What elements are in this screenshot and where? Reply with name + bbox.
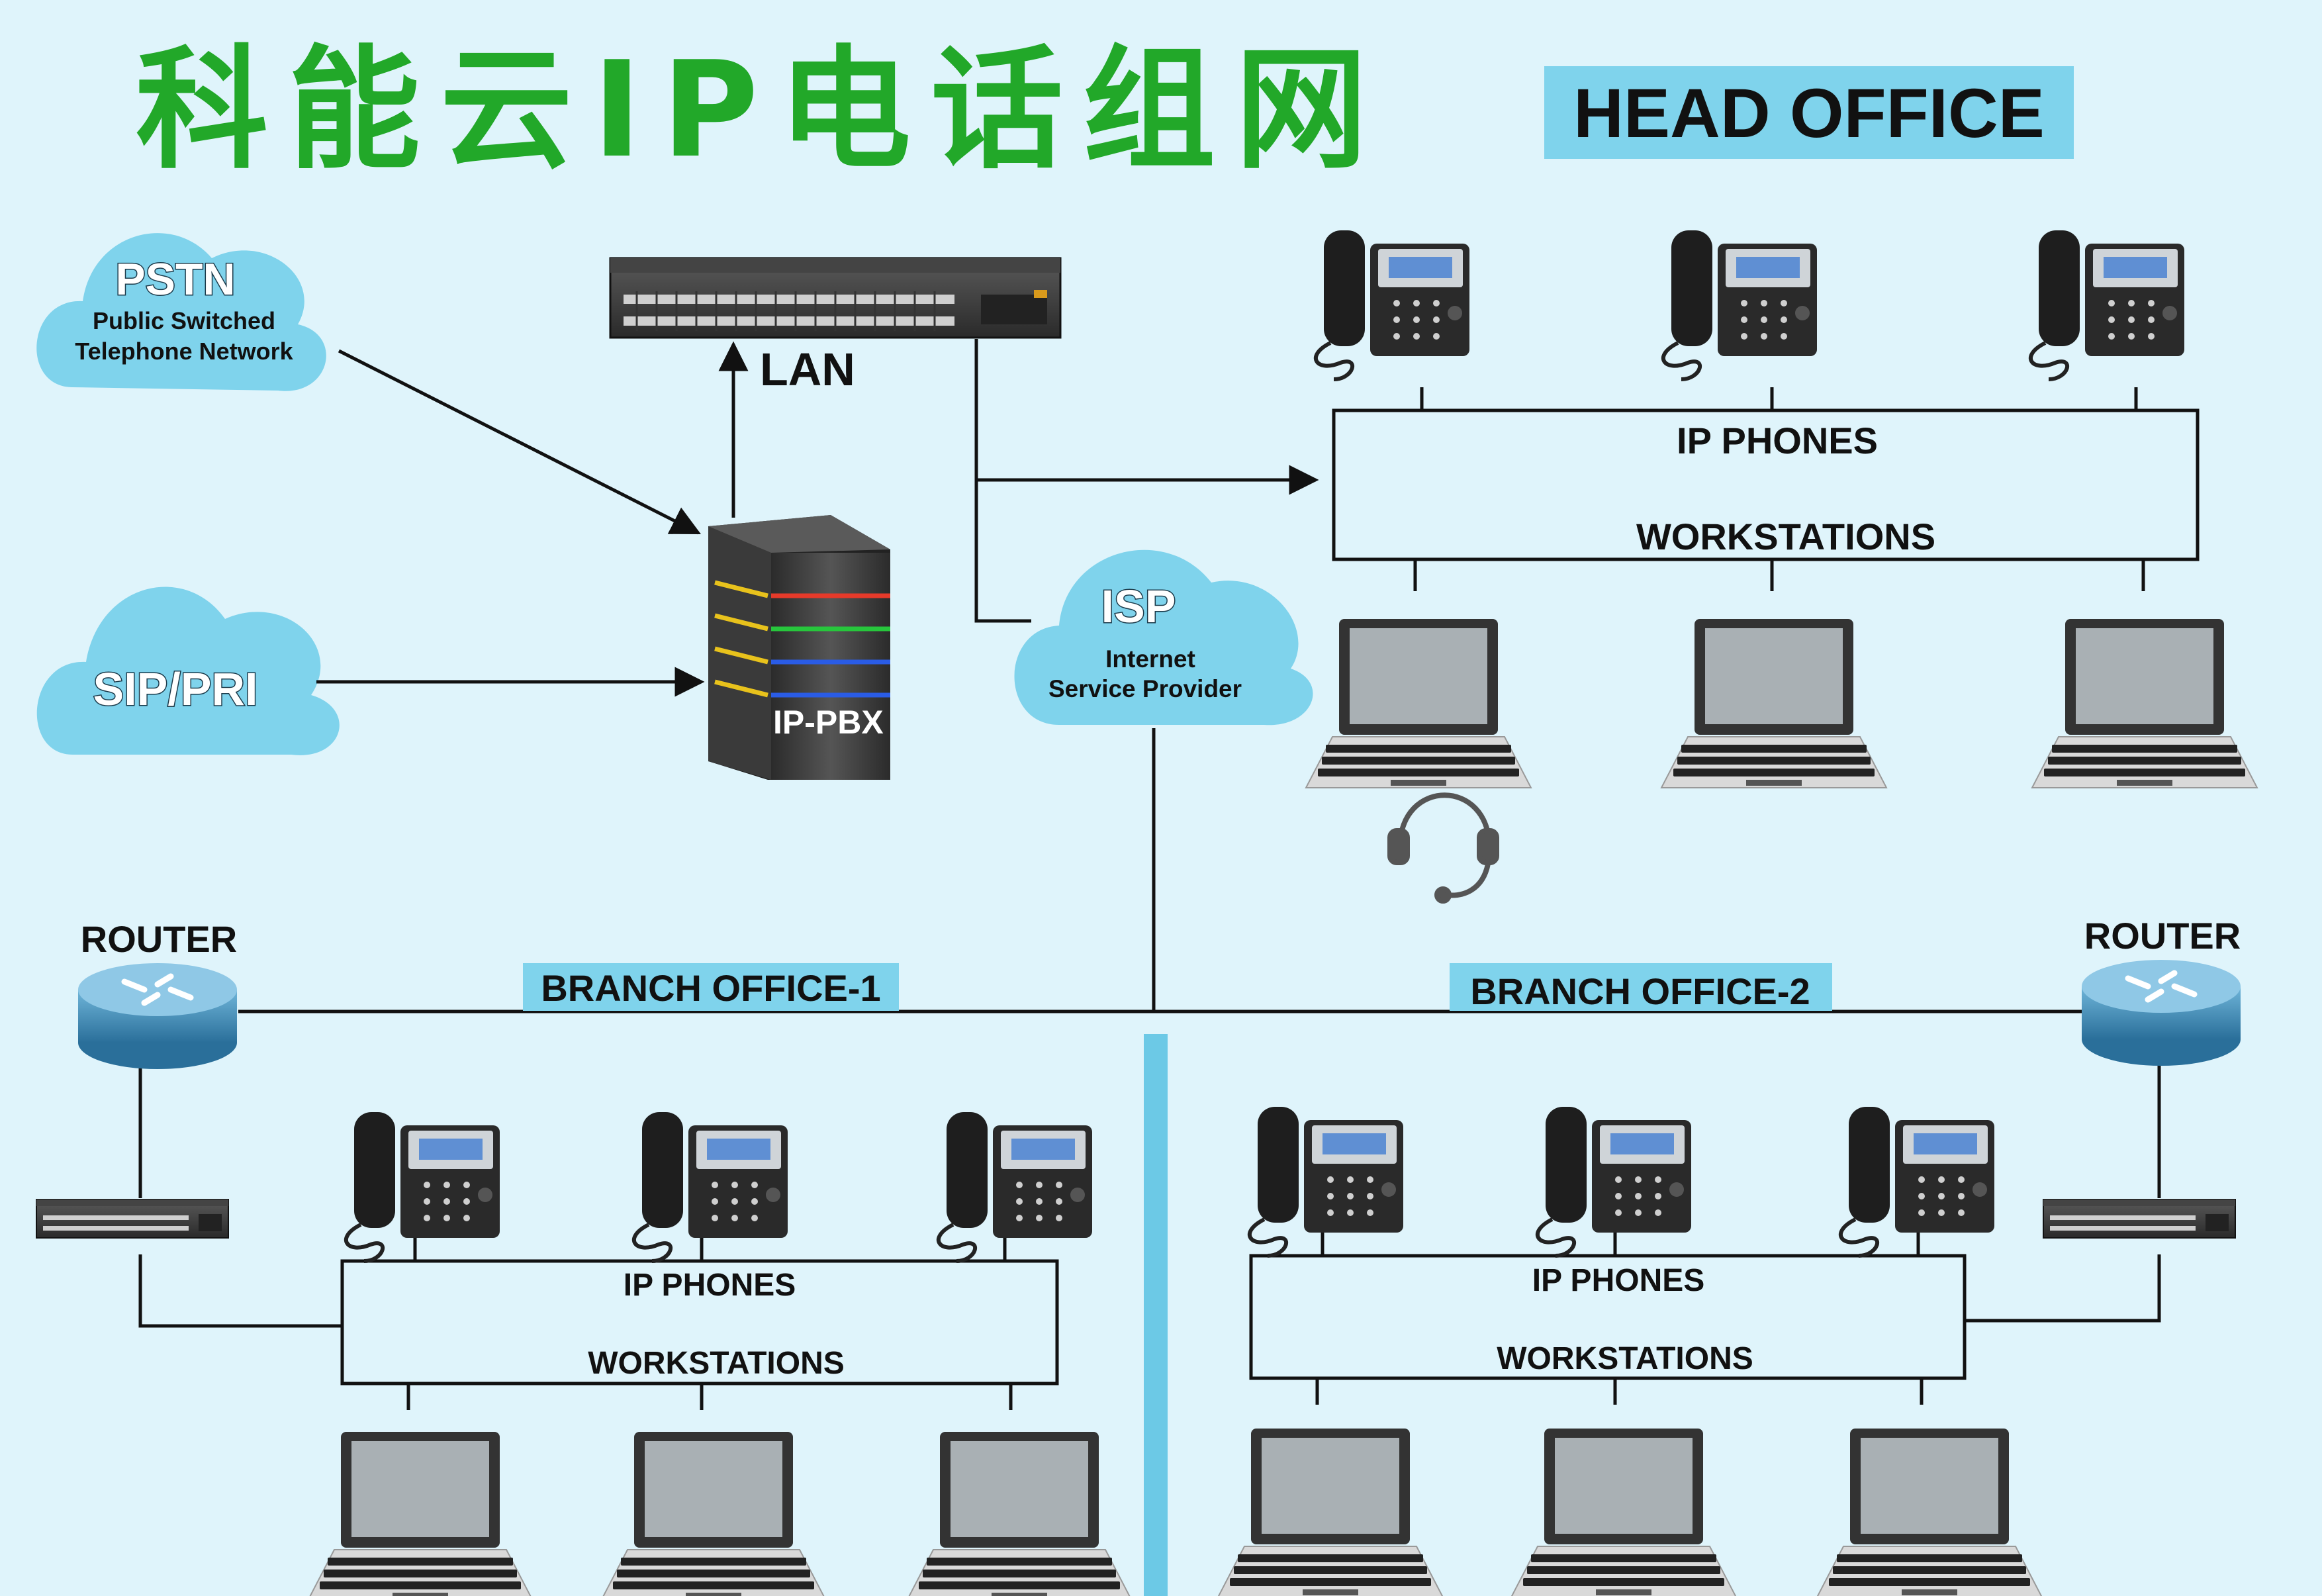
isp-cloud [1014,549,1313,726]
sip-title: SIP/PRI [93,663,258,715]
sip-cloud [36,587,340,755]
isp-title: ISP [1101,581,1176,632]
headset-icon [1387,792,1499,904]
branch1-router [78,963,237,1069]
branch2-ip-phones-label: IP PHONES [1532,1263,1705,1298]
ip-pbx-label: IP-PBX [773,704,884,741]
branch1-label: BRANCH OFFICE-1 [541,967,880,1009]
branch1-ip-phones-label: IP PHONES [624,1268,796,1303]
branch2-workstation-laptop [1217,1428,1444,1596]
head-workstation-laptop [2031,618,2258,788]
branch2-router [2082,960,2241,1066]
branch1-workstation-laptop [600,1431,827,1596]
branch2-ip-phone [1250,1107,1403,1256]
head-workstation-laptop [1661,618,1887,788]
head-ip-phone [2031,230,2184,379]
connection-lines [138,339,2200,1410]
head-ip-phones-label: IP PHONES [1677,420,1878,461]
isp-line2: Service Provider [1048,675,1242,702]
page-title: 科能云IP电话组网 [136,33,1387,187]
pstn-line2: Telephone Network [75,338,293,365]
branch1-workstation-laptop [906,1431,1133,1596]
branch2-switch [2043,1199,2236,1239]
head-workstation-laptop [1305,618,1532,788]
pstn-line1: Public Switched [93,307,275,334]
lan-label: LAN [760,344,855,395]
head-office-badge [1544,66,2074,159]
branch1-switch [36,1199,229,1239]
branch1-workstation-laptop [307,1431,534,1596]
head-workstations-label: WORKSTATIONS [1636,516,1935,557]
pstn-title: PSTN [115,254,235,305]
branch2-label: BRANCH OFFICE-2 [1470,970,1810,1012]
pstn-cloud [36,233,326,391]
branch-divider [1144,1034,1168,1596]
branch2-router-label: ROUTER [2084,915,2241,957]
branch1-ip-phone [634,1112,788,1261]
head-ip-phone [1663,230,1817,379]
branch1-ip-phone [346,1112,500,1261]
isp-line1: Internet [1105,645,1195,673]
branch1-badge [523,963,899,1011]
ip-pbx-server [708,515,890,780]
branch2-workstation-laptop [1816,1428,2043,1596]
branch1-ip-phone [939,1112,1092,1261]
branch2-badge [1450,963,1832,1011]
branch1-workstations-label: WORKSTATIONS [588,1346,845,1381]
branch1-router-label: ROUTER [81,918,237,960]
head-office-label: HEAD OFFICE [1573,75,2045,152]
branch2-workstations-label: WORKSTATIONS [1497,1341,1753,1376]
head-ip-phone [1316,230,1469,379]
lan-switch [609,257,1062,339]
branch2-workstation-laptop [1510,1428,1737,1596]
